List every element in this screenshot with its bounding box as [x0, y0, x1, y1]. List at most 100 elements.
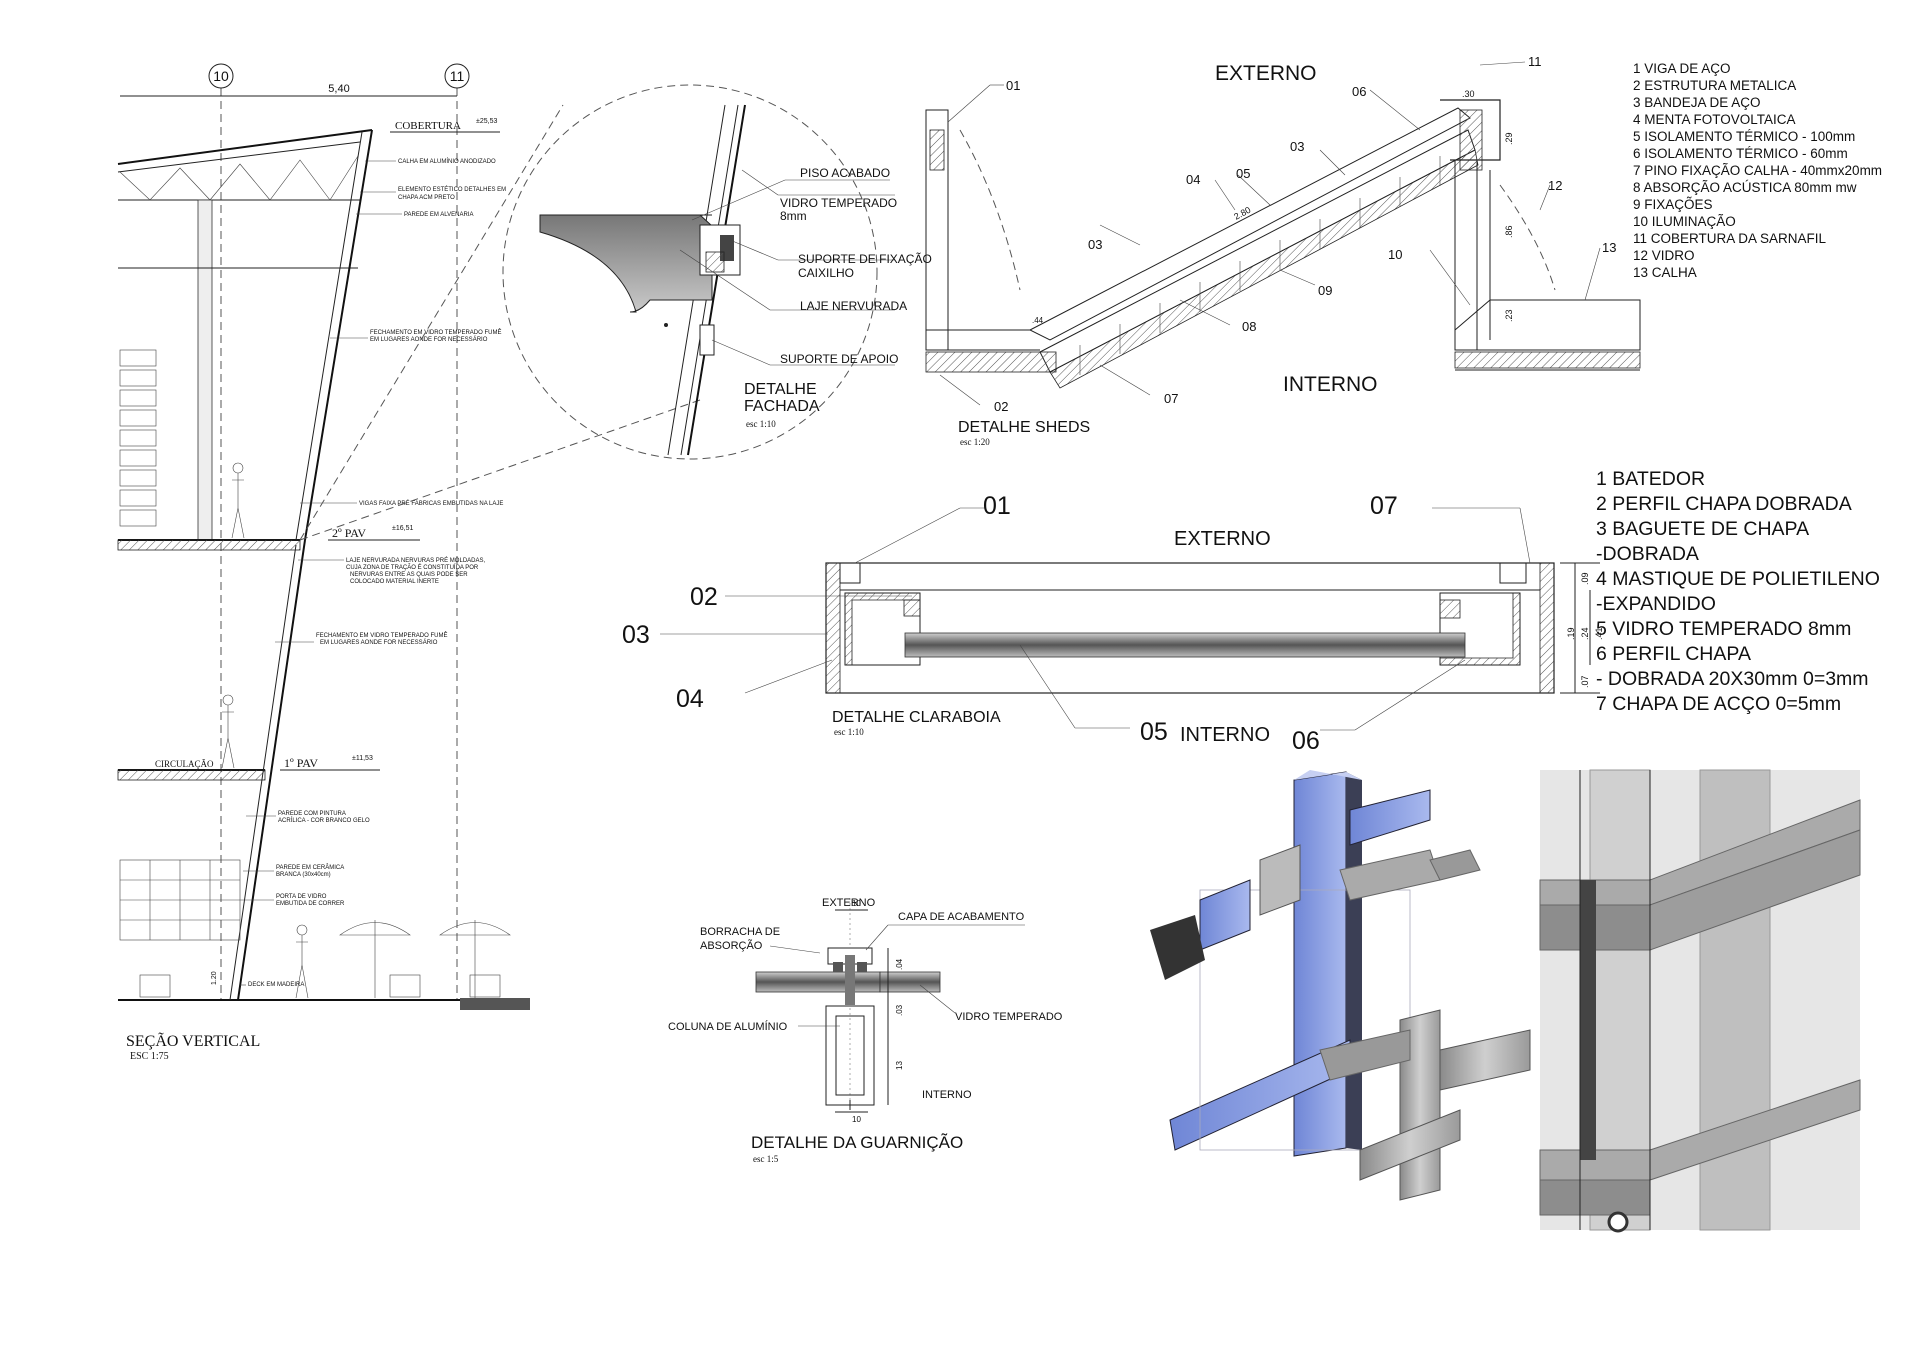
- note-elemento-1: ELEMENTO ESTÉTICO DETALHES EM: [398, 186, 506, 193]
- fachada-detail: PISO ACABADO VIDRO TEMPERADO 8mm SUPORTE…: [502, 84, 932, 460]
- fachada-vidro-b: 8mm: [780, 209, 807, 223]
- sheds-scale: esc 1:20: [960, 437, 990, 447]
- guarnicao-dim: .04: [895, 958, 904, 970]
- level-2pav: 2º PAV: [332, 526, 366, 540]
- legend-item: 8 ABSORÇÃO ACÚSTICA 80mm mw: [1633, 180, 1857, 195]
- legend-item: 4 MASTIQUE DE POLIETILENO: [1596, 568, 1880, 590]
- sheds-tag: 02: [994, 399, 1008, 414]
- legend-item: 9 FIXAÇÕES: [1633, 197, 1713, 212]
- legend-item: 11 COBERTURA DA SARNAFIL: [1633, 231, 1827, 246]
- claraboia-tag: 04: [676, 685, 704, 713]
- note-glass-1a: FECHAMENTO EM VIDRO TEMPERADO FUMÊ: [370, 328, 501, 336]
- legend-item: 6 ISOLAMENTO TÉRMICO - 60mm: [1633, 146, 1848, 161]
- legend-item: 10 ILUMINAÇÃO: [1633, 214, 1736, 229]
- claraboia-dim: .24: [1580, 627, 1590, 640]
- legend-item: 13 CALHA: [1633, 265, 1697, 280]
- claraboia-dim: .09: [1580, 572, 1590, 585]
- dim-height: 1.20: [211, 971, 218, 985]
- legend-item: 1 VIGA DE AÇO: [1633, 61, 1731, 76]
- level-1pav-value: ±11,53: [352, 755, 373, 762]
- sheds-dim: .29: [1504, 132, 1514, 145]
- claraboia-tag: 01: [983, 492, 1011, 520]
- guarnicao-borracha-a: BORRACHA DE: [700, 926, 780, 938]
- fachada-title-b: FACHADA: [744, 398, 820, 415]
- note-glass-2a: FECHAMENTO EM VIDRO TEMPERADO FUMÊ: [316, 631, 447, 639]
- sheds-tag: 07: [1164, 391, 1178, 406]
- guarnicao-dim: 10: [852, 899, 861, 908]
- note-glass-2b: EM LUGARES AONDE FOR NECESSÁRIO: [320, 639, 438, 646]
- legend-item: - DOBRADA 20X30mm 0=3mm: [1596, 668, 1869, 690]
- guarnicao-dim: .03: [895, 1004, 904, 1016]
- legend-item: 7 CHAPA DE ACÇO 0=5mm: [1596, 693, 1842, 715]
- level-cobertura-value: ±25,53: [476, 118, 497, 125]
- guarnicao-title: DETALHE DA GUARNIÇÃO: [751, 1133, 963, 1152]
- grid-label-11: 11: [450, 68, 465, 84]
- legend-item: 7 PINO FIXAÇÃO CALHA - 40mmx20mm: [1633, 163, 1883, 178]
- sheds-tag: 12: [1548, 178, 1562, 193]
- level-1pav: 1º PAV: [284, 756, 318, 770]
- note-paint-a: PAREDE COM PINTURA: [278, 811, 346, 817]
- claraboia-externo: EXTERNO: [1174, 528, 1271, 550]
- guarnicao-interno: INTERNO: [922, 1089, 972, 1101]
- note-door-a: PORTA DE VIDRO: [276, 894, 327, 900]
- fachada-suporte-fix-b: CAIXILHO: [798, 266, 854, 280]
- note-parede-alvenaria: PAREDE EM ALVENARIA: [404, 212, 473, 218]
- claraboia-tag: 03: [622, 621, 650, 649]
- note-paint-b: ACRÍLICA - COR BRANCO GELO: [278, 817, 370, 824]
- claraboia-dim: .19: [1566, 627, 1576, 640]
- fachada-laje: LAJE NERVURADA: [800, 299, 907, 313]
- section-scale: ESC 1:75: [130, 1051, 169, 1062]
- claraboia-title: DETALHE CLARABOIA: [832, 709, 1001, 726]
- note-door-b: EMBUTIDA DE CORRER: [276, 901, 345, 907]
- guarnicao-dim: 13: [895, 1061, 904, 1070]
- guarnicao-dim: 10: [852, 1115, 861, 1124]
- legend-claraboia: 1 BATEDOR 2 PERFIL CHAPA DOBRADA 3 BAGUE…: [1596, 467, 1916, 717]
- grid-bubble-10: [208, 63, 234, 89]
- guarnicao-detail: EXTERNO CAPA DE ACABAMENTO BORRACHA DE A…: [668, 897, 1063, 1164]
- guarnicao-externo: EXTERNO: [822, 897, 876, 909]
- guarnicao-borracha-b: ABSORÇÃO: [700, 939, 763, 952]
- sheds-detail: EXTERNO INTERNO DETALHE SHEDS esc 1:20 0…: [925, 54, 1641, 447]
- grid-bubble-11: [444, 63, 470, 89]
- sheds-dim: .30: [1462, 89, 1475, 99]
- sheds-externo: EXTERNO: [1215, 62, 1317, 85]
- claraboia-tag: 05: [1140, 718, 1168, 746]
- note-calha: CALHA EM ALUMÍNIO ANODIZADO: [398, 158, 496, 165]
- claraboia-interno: INTERNO: [1180, 724, 1270, 746]
- note-laje-3: NERVURAS ENTRE AS QUAIS PODE SER: [350, 572, 468, 578]
- note-laje-2: CUJA ZONA DE TRAÇÃO É CONSTITUÍDA POR: [346, 564, 479, 571]
- legend-item: 12 VIDRO: [1633, 248, 1695, 263]
- fachada-title-a: DETALHE: [744, 381, 817, 398]
- level-cobertura: COBERTURA: [395, 120, 461, 132]
- note-laje-1: LAJE NERVURADA NERVURAS PRÉ MOLDADAS,: [346, 557, 485, 564]
- guarnicao-coluna: COLUNA DE ALUMÍNIO: [668, 1020, 788, 1033]
- claraboia-scale: esc 1:10: [834, 727, 864, 737]
- legend-item: 3 BAGUETE DE CHAPA: [1596, 518, 1810, 540]
- fachada-piso: PISO ACABADO: [800, 166, 890, 180]
- sheds-dim: .44: [1032, 316, 1044, 325]
- note-deck: DECK EM MADEIRA: [248, 982, 304, 988]
- guarnicao-scale: esc 1:5: [753, 1154, 779, 1164]
- legend-item: -DOBRADA: [1596, 543, 1699, 565]
- legend-item: 6 PERFIL CHAPA: [1596, 643, 1751, 665]
- sheds-tag: 01: [1006, 78, 1020, 93]
- fachada-vidro-a: VIDRO TEMPERADO: [780, 196, 897, 210]
- sheds-tag: 08: [1242, 319, 1256, 334]
- claraboia-dim: .07: [1580, 675, 1590, 688]
- sheds-title: DETALHE SHEDS: [958, 419, 1090, 436]
- legend-item: -EXPANDIDO: [1596, 593, 1716, 615]
- fachada-scale: esc 1:10: [746, 419, 776, 429]
- legend-item: 5 ISOLAMENTO TÉRMICO - 100mm: [1633, 129, 1856, 144]
- guarnicao-capa: CAPA DE ACABAMENTO: [898, 911, 1025, 923]
- grid-label-10: 10: [213, 68, 229, 84]
- sheds-interno: INTERNO: [1283, 373, 1378, 396]
- legend-item: 4 MENTA FOTOVOLTAICA: [1633, 112, 1796, 127]
- claraboia-tag: 06: [1292, 727, 1320, 755]
- sheds-tag: 03: [1088, 237, 1102, 252]
- isometric-facade-view: [1539, 769, 1861, 1233]
- legend-item: 1 BATEDOR: [1596, 468, 1706, 490]
- sheds-tag: 03: [1290, 139, 1304, 154]
- note-glass-1b: EM LUGARES AONDE FOR NECESSÁRIO: [370, 336, 488, 343]
- sheds-tag: 06: [1352, 84, 1366, 99]
- section-title: SEÇÃO VERTICAL: [126, 1032, 260, 1050]
